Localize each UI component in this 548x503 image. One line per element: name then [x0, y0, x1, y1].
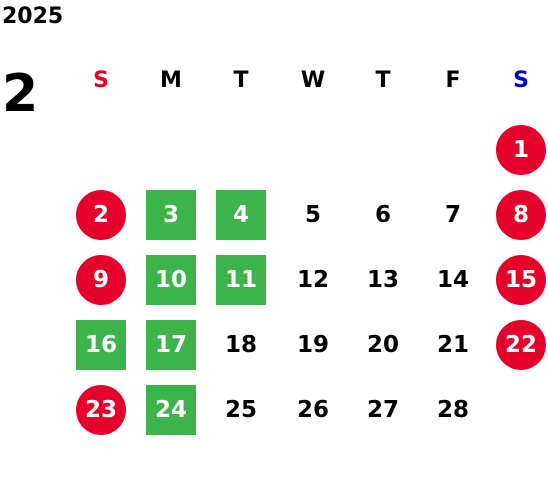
day-cell-20: 20 [366, 332, 399, 358]
weekday-saturday: S [513, 68, 529, 93]
weekday-sunday: S [93, 68, 109, 93]
day-cell-27: 27 [366, 397, 399, 423]
day-cell-6: 6 [374, 202, 391, 228]
weekday-thursday: T [375, 68, 391, 93]
day-cell-2: 2 [76, 190, 126, 240]
day-cell-12: 12 [296, 267, 329, 293]
day-cell-24: 24 [146, 385, 196, 435]
day-cell-17: 17 [146, 320, 196, 370]
day-cell-16: 16 [76, 320, 126, 370]
day-cell-21: 21 [436, 332, 469, 358]
weekday-friday: F [445, 68, 461, 93]
day-cell-10: 10 [146, 255, 196, 305]
day-cell-19: 19 [296, 332, 329, 358]
year-label: 2025 [2, 4, 64, 29]
day-cell-3: 3 [146, 190, 196, 240]
day-cell-5: 5 [304, 202, 321, 228]
weekday-wednesday: W [300, 68, 326, 93]
day-cell-14: 14 [436, 267, 469, 293]
day-cell-8: 8 [496, 190, 546, 240]
day-cell-13: 13 [366, 267, 399, 293]
weekday-tuesday: T [233, 68, 249, 93]
day-cell-15: 15 [496, 255, 546, 305]
month-label: 2 [2, 64, 39, 124]
weekday-monday: M [160, 68, 182, 93]
day-cell-25: 25 [224, 397, 257, 423]
day-cell-7: 7 [444, 202, 461, 228]
day-cell-23: 23 [76, 385, 126, 435]
day-cell-9: 9 [76, 255, 126, 305]
day-cell-28: 28 [436, 397, 469, 423]
day-cell-11: 11 [216, 255, 266, 305]
day-cell-4: 4 [216, 190, 266, 240]
day-cell-26: 26 [296, 397, 329, 423]
day-cell-18: 18 [224, 332, 257, 358]
day-cell-1: 1 [496, 125, 546, 175]
day-cell-22: 22 [496, 320, 546, 370]
